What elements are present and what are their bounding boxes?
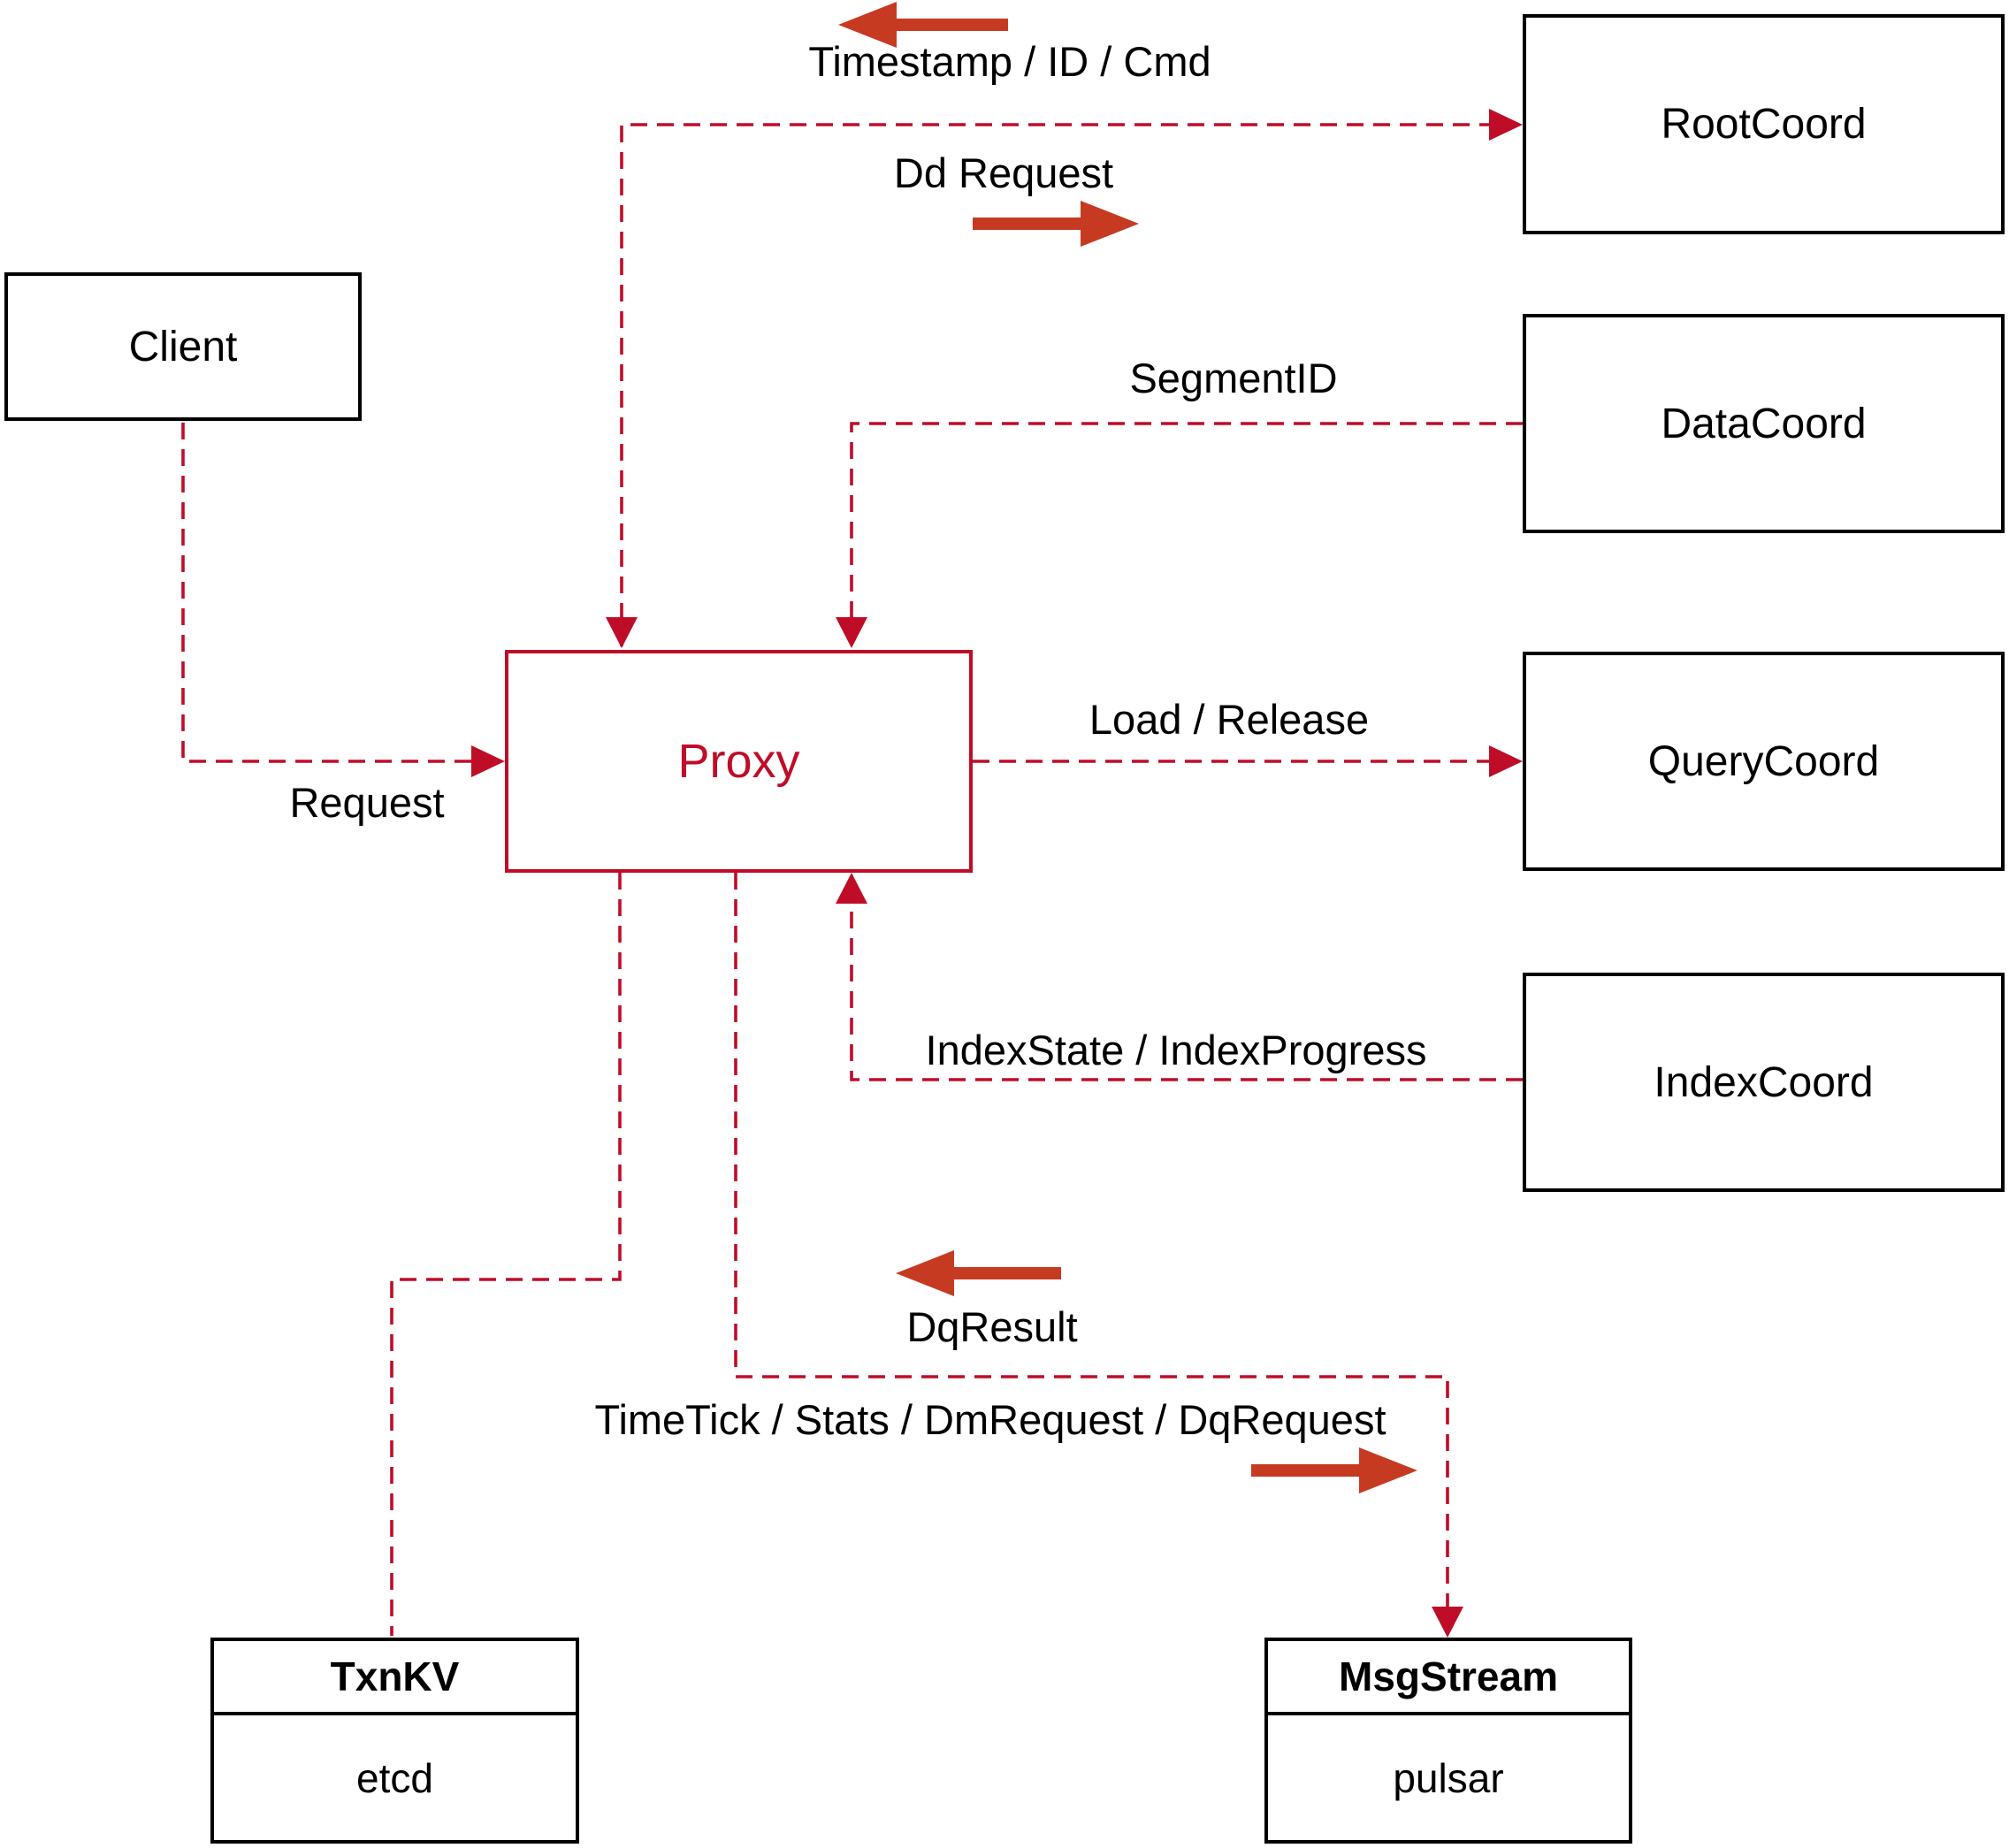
dq-result-direction-arrow-left-icon bbox=[896, 1250, 1061, 1296]
node-rootcoord: RootCoord bbox=[1523, 14, 2005, 234]
client-label: Client bbox=[128, 323, 238, 370]
edge-proxy-rootcoord bbox=[620, 123, 1491, 646]
edge-label-timestamp: Timestamp / ID / Cmd bbox=[808, 38, 1211, 85]
msgstream-title: MsgStream bbox=[1268, 1641, 1629, 1715]
edge-label-request: Request bbox=[289, 779, 445, 826]
txnkv-title: TxnKV bbox=[214, 1641, 576, 1715]
arrowhead-into-proxy-left-icon bbox=[471, 745, 505, 777]
edge-label-index-state: IndexState / IndexProgress bbox=[925, 1027, 1427, 1073]
msgstream-subtitle-text: pulsar bbox=[1393, 1754, 1504, 1801]
rootcoord-label: RootCoord bbox=[1661, 101, 1867, 148]
node-datacoord: DataCoord bbox=[1523, 314, 2005, 533]
dd-request-direction-arrow-right-icon bbox=[973, 201, 1139, 247]
datacoord-label: DataCoord bbox=[1661, 400, 1867, 447]
edge-label-dd-request: Dd Request bbox=[893, 149, 1114, 196]
arrowhead-into-proxy-top-right-icon bbox=[836, 617, 867, 648]
timetick-direction-arrow-right-icon bbox=[1251, 1447, 1417, 1493]
edge-label-load-release: Load / Release bbox=[1089, 696, 1370, 743]
edge-label-segment-id: SegmentID bbox=[1129, 355, 1338, 401]
node-msgstream: MsgStream pulsar bbox=[1264, 1638, 1632, 1844]
indexcoord-label: IndexCoord bbox=[1654, 1058, 1874, 1106]
txnkv-subtitle-text: etcd bbox=[356, 1754, 433, 1801]
arrowhead-into-proxy-top-left-icon bbox=[606, 617, 638, 648]
edge-client-proxy bbox=[181, 423, 474, 763]
querycoord-label: QueryCoord bbox=[1647, 737, 1880, 785]
node-client: Client bbox=[4, 272, 362, 421]
node-indexcoord: IndexCoord bbox=[1523, 973, 2005, 1192]
edge-proxy-txnkv bbox=[390, 873, 622, 1636]
node-querycoord: QueryCoord bbox=[1523, 652, 2005, 871]
proxy-label: Proxy bbox=[677, 735, 800, 788]
edge-label-timetick: TimeTick / Stats / DmRequest / DqRequest bbox=[594, 1396, 1386, 1443]
arrowhead-into-rootcoord-icon bbox=[1489, 109, 1523, 141]
txnkv-subtitle: etcd bbox=[214, 1715, 576, 1840]
node-txnkv: TxnKV etcd bbox=[210, 1638, 579, 1844]
txnkv-title-text: TxnKV bbox=[330, 1653, 460, 1699]
arrowhead-into-querycoord-icon bbox=[1489, 745, 1523, 777]
msgstream-title-text: MsgStream bbox=[1339, 1653, 1558, 1699]
edge-label-dq-result: DqResult bbox=[906, 1303, 1078, 1350]
edge-datacoord-proxy bbox=[850, 422, 1523, 619]
node-proxy: Proxy bbox=[505, 650, 973, 873]
arrowhead-into-msgstream-icon bbox=[1432, 1607, 1463, 1638]
arrowhead-into-proxy-bottom-icon bbox=[836, 873, 867, 904]
msgstream-subtitle: pulsar bbox=[1268, 1715, 1629, 1840]
edge-proxy-msgstream bbox=[734, 873, 1449, 1607]
